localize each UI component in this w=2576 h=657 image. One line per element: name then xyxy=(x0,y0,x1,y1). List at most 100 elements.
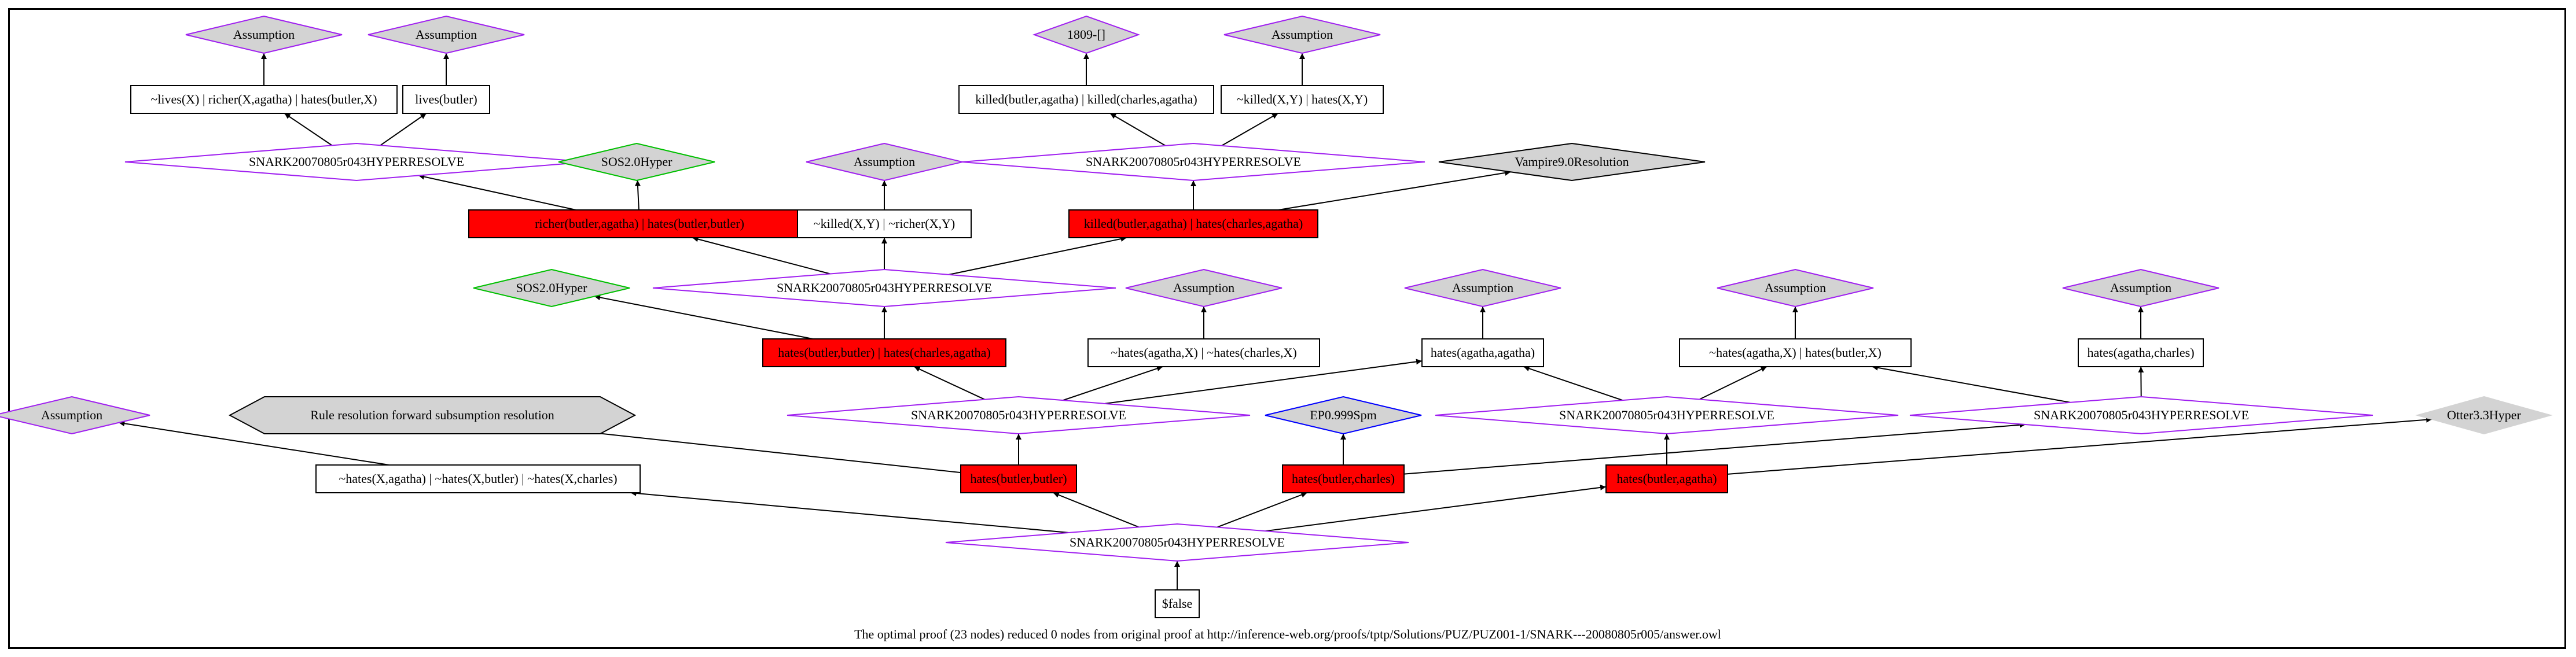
edges-layer xyxy=(119,53,2432,590)
node-label: Rule resolution forward subsumption reso… xyxy=(310,408,554,422)
node-vamp[interactable]: Vampire9.0Resolution xyxy=(1438,142,1706,182)
node-shape-ep xyxy=(1265,396,1422,435)
node-h1[interactable]: SNARK20070805r043HYPERRESOLVE xyxy=(124,142,589,182)
edge-h4-to-c_haa xyxy=(1104,359,1423,404)
node-a9[interactable]: Assumption xyxy=(0,396,150,435)
node-a5[interactable]: Assumption xyxy=(1125,268,1283,308)
node-c_livesb[interactable]: lives(butler) xyxy=(402,85,490,114)
node-a3[interactable]: Assumption xyxy=(1223,15,1381,54)
edge-h3-to-r1 xyxy=(692,236,831,275)
node-a6[interactable]: Assumption xyxy=(1404,268,1561,308)
node-label: richer(butler,agatha) | hates(butler,but… xyxy=(535,216,744,231)
edge-h7-to-r4 xyxy=(1053,492,1139,528)
node-h5[interactable]: SNARK20070805r043HYPERRESOLVE xyxy=(1435,396,1899,435)
node-t1809[interactable]: 1809-[] xyxy=(1032,15,1140,54)
node-shape-r5 xyxy=(1282,464,1405,493)
node-label: Assumption xyxy=(854,154,915,169)
edge-r2-to-vamp xyxy=(1278,169,1511,211)
node-shape-h5 xyxy=(1435,396,1899,435)
node-h6[interactable]: SNARK20070805r043HYPERRESOLVE xyxy=(1909,396,2373,435)
edge-h7-to-r6 xyxy=(1265,484,1607,532)
node-shape-c_lives xyxy=(130,85,398,114)
node-otter[interactable]: Otter3.3Hyper xyxy=(2415,396,2553,435)
node-sos1[interactable]: SOS2.0Hyper xyxy=(558,142,715,182)
node-a4[interactable]: Assumption xyxy=(806,142,963,182)
node-shape-c_haa xyxy=(1421,338,1544,367)
node-label: Assumption xyxy=(1452,280,1513,295)
node-label: Assumption xyxy=(1765,280,1826,295)
node-shape-a6 xyxy=(1404,268,1561,308)
node-label: ~hates(agatha,X) | ~hates(charles,X) xyxy=(1111,345,1296,360)
node-h7[interactable]: SNARK20070805r043HYPERRESOLVE xyxy=(945,523,1409,562)
node-shape-c_hates3 xyxy=(315,464,641,493)
node-label: ~killed(X,Y) | hates(X,Y) xyxy=(1237,92,1368,106)
node-shape-c_livesb xyxy=(402,85,490,114)
node-shape-r1 xyxy=(468,209,811,238)
node-label: ~lives(X) | richer(X,agatha) | hates(but… xyxy=(150,92,377,106)
node-r1[interactable]: richer(butler,agatha) | hates(butler,but… xyxy=(468,209,811,238)
node-label: EP0.999Spm xyxy=(1310,408,1377,422)
node-label: SNARK20070805r043HYPERRESOLVE xyxy=(1559,408,1774,422)
node-r3[interactable]: hates(butler,butler) | hates(charles,aga… xyxy=(762,338,1006,367)
node-a2[interactable]: Assumption xyxy=(368,15,525,54)
node-c_lives[interactable]: ~lives(X) | richer(X,agatha) | hates(but… xyxy=(130,85,398,114)
edge-h7-to-r5 xyxy=(1217,492,1307,528)
node-c_hates1[interactable]: ~hates(agatha,X) | ~hates(charles,X) xyxy=(1087,338,1320,367)
node-c_killed2[interactable]: ~killed(X,Y) | hates(X,Y) xyxy=(1221,85,1384,114)
node-label: Assumption xyxy=(233,27,295,42)
node-false[interactable]: $false xyxy=(1155,589,1200,618)
node-shape-r2 xyxy=(1068,209,1318,238)
edge-h4-to-r3 xyxy=(914,366,985,400)
node-c_hates3[interactable]: ~hates(X,agatha) | ~hates(X,butler) | ~h… xyxy=(315,464,641,493)
node-a7[interactable]: Assumption xyxy=(1717,268,1874,308)
node-label: hates(agatha,agatha) xyxy=(1431,345,1535,360)
node-rule[interactable]: Rule resolution forward subsumption reso… xyxy=(228,396,637,434)
node-label: 1809-[] xyxy=(1067,27,1105,42)
edge-r1-to-sos1 xyxy=(634,180,641,211)
node-c_killed1[interactable]: killed(butler,agatha) | killed(charles,a… xyxy=(958,85,1214,114)
edge-h6-to-c_hates2 xyxy=(1872,364,2071,403)
node-shape-a8 xyxy=(2062,268,2219,308)
node-label: ~hates(X,agatha) | ~hates(X,butler) | ~h… xyxy=(339,471,617,486)
node-shape-r3 xyxy=(762,338,1006,367)
node-c_hates2[interactable]: ~hates(agatha,X) | hates(butler,X) xyxy=(1679,338,1912,367)
node-shape-otter xyxy=(2415,396,2553,435)
node-label: SNARK20070805r043HYPERRESOLVE xyxy=(249,154,464,169)
edge-h2-to-c_killed1 xyxy=(1109,113,1166,146)
node-sos2[interactable]: SOS2.0Hyper xyxy=(473,268,630,308)
node-shape-sos2 xyxy=(473,268,630,308)
node-h4[interactable]: SNARK20070805r043HYPERRESOLVE xyxy=(787,396,1251,435)
node-label: $false xyxy=(1162,596,1193,611)
node-label: ~hates(agatha,X) | hates(butler,X) xyxy=(1709,345,1882,360)
edge-h5-to-c_hates2 xyxy=(1699,366,1767,400)
edge-h1-to-c_livesb xyxy=(380,113,427,146)
edge-r1-to-h1 xyxy=(418,174,576,211)
node-r6[interactable]: hates(butler,agatha) xyxy=(1605,464,1728,493)
node-ep[interactable]: EP0.999Spm xyxy=(1265,396,1422,435)
node-a8[interactable]: Assumption xyxy=(2062,268,2219,308)
node-shape-false xyxy=(1155,589,1200,618)
node-shape-h2 xyxy=(961,142,1425,182)
node-r4[interactable]: hates(butler,butler) xyxy=(960,464,1077,493)
edge-r3-to-sos2 xyxy=(594,294,813,339)
edge-c_hates3-to-a9 xyxy=(119,420,389,466)
node-c_haa[interactable]: hates(agatha,agatha) xyxy=(1421,338,1544,367)
node-shape-r6 xyxy=(1605,464,1728,493)
node-h3[interactable]: SNARK20070805r043HYPERRESOLVE xyxy=(652,268,1116,308)
node-c_killed3[interactable]: ~killed(X,Y) | ~richer(X,Y) xyxy=(797,209,972,238)
node-a1[interactable]: Assumption xyxy=(185,15,343,54)
node-c_hac[interactable]: hates(agatha,charles) xyxy=(2078,338,2204,367)
node-label: Vampire9.0Resolution xyxy=(1515,154,1629,169)
node-shape-h1 xyxy=(124,142,589,182)
node-r5[interactable]: hates(butler,charles) xyxy=(1282,464,1405,493)
edge-h5-to-c_haa xyxy=(1523,366,1623,401)
node-r2[interactable]: killed(butler,agatha) | hates(charles,ag… xyxy=(1068,209,1318,238)
node-label: Assumption xyxy=(1173,280,1234,295)
node-label: SNARK20070805r043HYPERRESOLVE xyxy=(2034,408,2249,422)
node-h2[interactable]: SNARK20070805r043HYPERRESOLVE xyxy=(961,142,1425,182)
node-shape-c_killed3 xyxy=(797,209,972,238)
node-shape-c_hates1 xyxy=(1087,338,1320,367)
node-shape-h3 xyxy=(652,268,1116,308)
node-label: killed(butler,agatha) | hates(charles,ag… xyxy=(1084,216,1303,231)
